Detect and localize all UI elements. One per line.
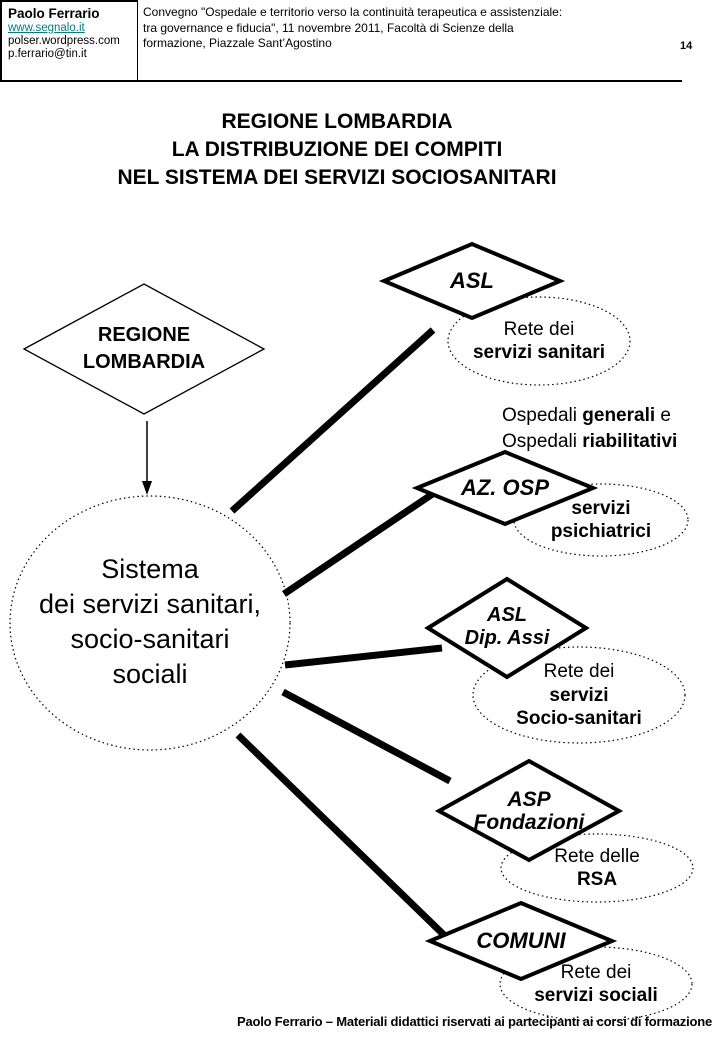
rete-sociosanitari-ellipse [472,646,686,744]
ospedali-line1: Ospedali generali e [502,405,672,426]
rete-sanitari-ellipse [447,296,631,386]
regione-arrow-head [142,481,152,495]
event-description: Convegno "Ospedale e territorio verso la… [143,5,563,50]
asp-diamond-label: ASP Fondazioni [439,788,619,834]
sistema-circle [9,495,291,751]
page-number: 14 [680,40,693,52]
header-divider [137,0,138,81]
connector-to-asl [229,327,436,514]
rete-rsa-label: Rete delle RSA [554,846,640,890]
asp-line1: ASP [507,788,551,811]
azosp-diamond [411,449,599,527]
asp-line2: Fondazioni [473,811,585,834]
connector-to-asldip [284,644,443,669]
rete-rsa-ellipse [500,833,694,903]
asl-diamond [378,241,566,321]
connector-to-azosp [282,488,439,597]
author-website-link[interactable]: www.segnalo.it [8,22,85,34]
connector-to-comuni [235,732,448,939]
author-block: Paolo Ferrario www.segnalo.it polser.wor… [8,5,135,61]
connector-to-asp [281,688,452,785]
slide-title: REGIONE LOMBARDIA LA DISTRIBUZIONE DEI C… [117,110,557,189]
asldip-diamond-label: ASL Dip. Assi [427,604,587,650]
ospedali-line2: Ospedali riabilitativi [502,431,678,452]
asl-diamond-label: ASL [450,268,494,293]
author-name: Paolo Ferrario [8,6,100,21]
servizi-psichiatrici-label: servizi psichiatrici [550,498,652,542]
rete-sociali-ellipse [499,946,693,1022]
header-bottom-rule [0,80,682,82]
header-top-border [0,0,137,2]
asp-diamond [434,758,624,863]
header-left-border [0,0,2,81]
author-blog: polser.wordpress.com [8,35,120,47]
footer-copyright: Paolo Ferrario – Materiali didattici ris… [237,1014,712,1029]
servizi-psichiatrici-ellipse [513,483,689,557]
comuni-diamond-label: COMUNI [476,928,566,953]
rete-sociali-label: Rete dei servizi sociali [534,962,658,1006]
asldip-diamond [424,576,590,680]
author-email: p.ferrario@tin.it [8,48,87,60]
comuni-diamond [424,900,618,982]
asldip-line1: ASL [487,604,527,626]
rete-sociosanitari-label: Rete dei servizi Socio-sanitari [516,661,642,729]
sistema-circle-label: Sistema dei servizi sanitari, socio-sani… [38,554,262,689]
regione-diamond [22,283,266,415]
ospedali-annotation: Ospedali generali e Ospedali riabilitati… [502,403,720,455]
rete-sanitari-label: Rete dei servizi sanitari [472,319,606,363]
azosp-diamond-label: AZ. OSP [460,475,549,500]
asldip-line2: Dip. Assi [464,627,550,649]
regione-diamond-label: REGIONE LOMBARDIA [82,324,206,373]
